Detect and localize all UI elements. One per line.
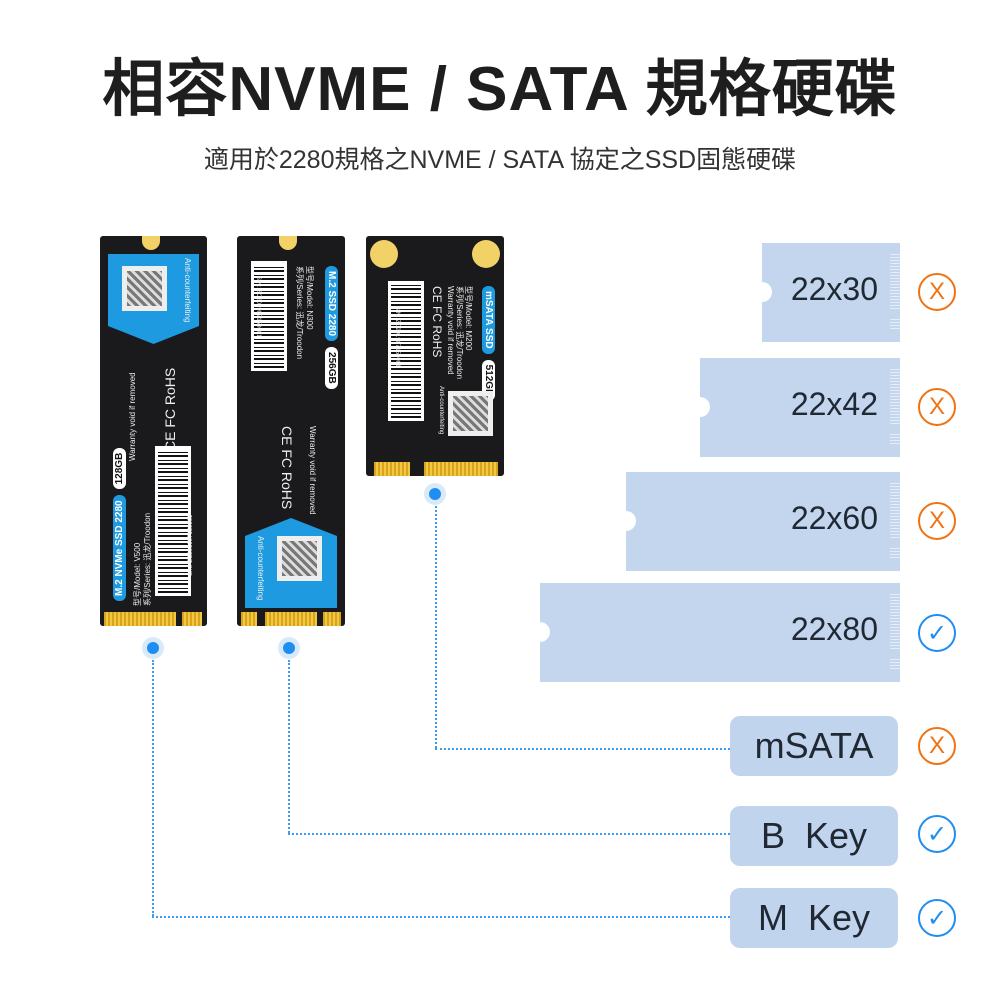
drive-capacity: 256GB (325, 347, 338, 389)
incompatible-icon: X (918, 388, 956, 426)
drive-type-row: mSATA SSD512GB (482, 286, 495, 402)
barcode (155, 446, 191, 596)
barcode (388, 281, 424, 421)
connector-pins (104, 612, 176, 626)
size-22x42: 22x42 (690, 358, 900, 457)
drive-type-row: M.2 SSD 2280 256GB (325, 266, 338, 389)
serial-number: S/N: ZC201907150001 (255, 276, 261, 338)
connector-line (288, 660, 290, 833)
ssd-msata: S/N: ZC201907150001 mSATA SSD512GB 型号/Mo… (366, 236, 504, 476)
size-label: 22x60 (790, 500, 878, 536)
connector-pins (265, 612, 317, 626)
anti-text: Anti-counterfeiting (256, 536, 265, 601)
drive-type-row: M.2 NVMe SSD 2280 128GB (113, 447, 126, 601)
warranty-text: Warranty void if removed (446, 286, 455, 375)
connector-dot-msata (429, 488, 441, 500)
connector-pins (323, 612, 341, 626)
ssd-m2-sata: S/N: ZC201907150001 M.2 SSD 2280 256GB 型号… (237, 236, 345, 626)
connector-line (152, 916, 730, 918)
page-title: 相容NVME / SATA 規格硬碟 (102, 55, 898, 124)
connector-line (435, 506, 437, 748)
connector-pins (241, 612, 257, 626)
series-text: 系列/Series: 迅龙/Troodon (295, 266, 304, 360)
size-22x60: 22x60 (616, 472, 900, 571)
connector-pins (424, 462, 498, 476)
size-label: 22x42 (790, 386, 878, 422)
warranty-text: Warranty void if removed (308, 426, 317, 515)
incompatible-icon: X (918, 727, 956, 765)
serial-number: S/N: ZC201907150001 (188, 514, 194, 576)
incompatible-icon: X (918, 273, 956, 311)
anti-text: Anti-counterfeiting (438, 386, 444, 435)
qr-code (277, 536, 322, 581)
compatible-check-icon: ✓ (918, 614, 956, 652)
model-text: 型号/Model: N300 (305, 266, 314, 330)
compatible-check-icon: ✓ (918, 899, 956, 937)
connector-dot-m2-sata (283, 642, 295, 654)
drive-capacity: 128GB (113, 447, 126, 490)
connector-line (435, 748, 730, 750)
anti-text: Anti-counterfeiting (183, 258, 192, 323)
drive-type: mSATA SSD (482, 286, 495, 354)
connector-pins (374, 462, 410, 476)
page-subtitle: 適用於2280規格之NVME / SATA 協定之SSD固態硬碟 (203, 146, 797, 174)
qr-code (122, 266, 167, 311)
drive-type: M.2 SSD 2280 (325, 266, 338, 342)
connector-line (152, 660, 154, 916)
warranty-text: Warranty void if removed (128, 372, 137, 461)
connector-dot-m2-nvme (147, 642, 159, 654)
key-m: M Key (730, 888, 898, 948)
key-b: B Key (730, 806, 898, 866)
compatible-check-icon: ✓ (918, 815, 956, 853)
qr-code (448, 391, 493, 436)
series-text: 系列/Series: 迅龙/Troodon (455, 286, 464, 380)
connector-line (288, 833, 730, 835)
cert-marks: CE FC RoHS (279, 426, 295, 510)
ssd-m2-nvme: Anti-counterfeiting Warranty void if rem… (100, 236, 207, 626)
cert-marks: CE FC RoHS (430, 286, 444, 358)
connector-pins (182, 612, 202, 626)
series-text: 系列/Series: 迅龙/Troodon (143, 512, 152, 606)
size-label: 22x30 (790, 271, 878, 307)
key-msata: mSATA (730, 716, 898, 776)
incompatible-icon: X (918, 502, 956, 540)
barcode (251, 261, 287, 371)
size-22x30: 22x30 (752, 243, 900, 342)
size-label: 22x80 (790, 611, 878, 647)
drive-type: M.2 NVMe SSD 2280 (113, 495, 126, 601)
size-22x80: 22x80 (530, 583, 900, 682)
serial-number: S/N: ZC201907150001 (394, 306, 400, 368)
cert-marks: CE FC RoHS (162, 367, 178, 451)
